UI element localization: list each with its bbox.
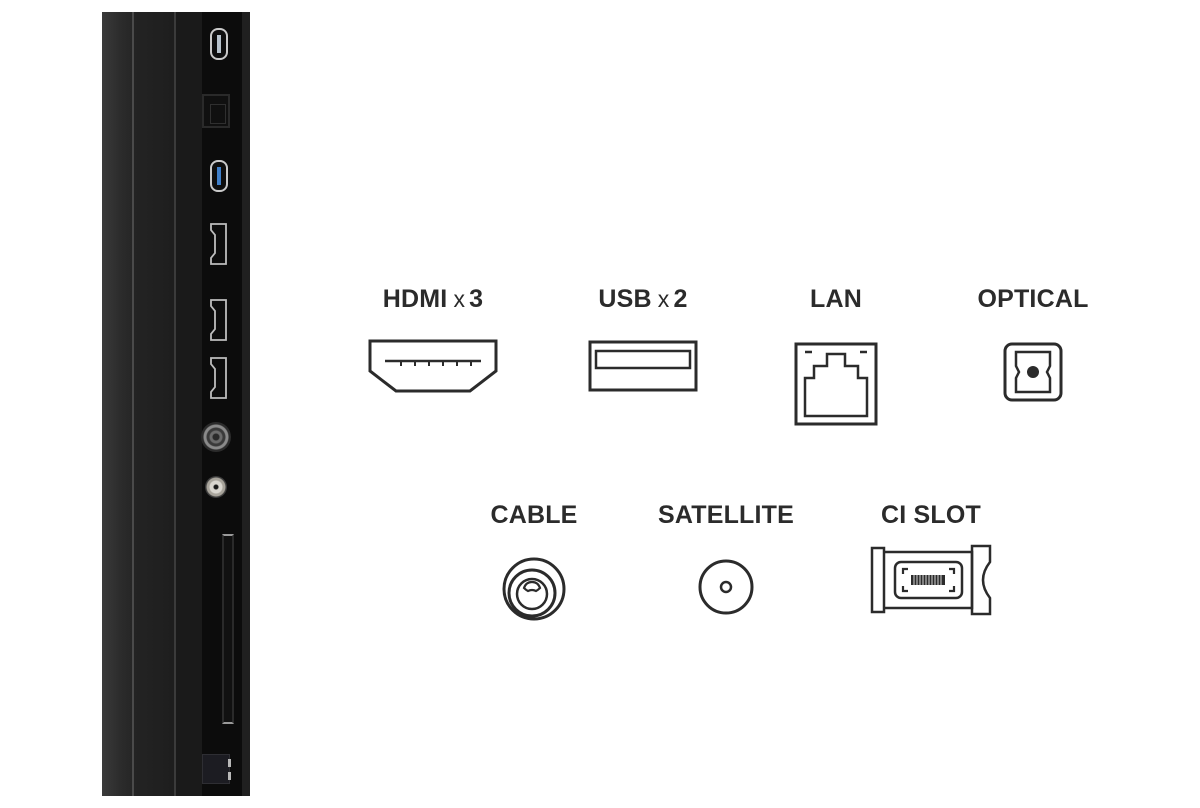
ci-slot-physical [222, 534, 234, 724]
connector-name: LAN [810, 285, 862, 313]
connector-optical: OPTICAL [966, 284, 1100, 402]
usb-tongue [217, 167, 221, 185]
connector-label: CABLE [490, 500, 577, 530]
cable-port-icon [501, 556, 567, 622]
connector-label: SATELLITE [658, 500, 794, 530]
multiplier-sign: x [453, 286, 466, 312]
connector-cable: CABLE [478, 500, 590, 622]
connector-name: USB [598, 285, 652, 313]
usb-tongue [217, 35, 221, 53]
indicator [228, 759, 231, 767]
connector-count: 3 [469, 285, 484, 313]
optical-port-physical [202, 754, 231, 784]
hdmi-port-physical [209, 222, 228, 266]
indicator [228, 772, 231, 780]
connector-name: OPTICAL [977, 285, 1089, 313]
panel-body [176, 12, 202, 796]
hdmi-port-physical [209, 298, 228, 342]
satellite-port-icon [697, 558, 755, 616]
connector-name: SATELLITE [657, 501, 795, 529]
tv-side-panel [102, 12, 250, 796]
panel-edge [242, 12, 250, 796]
lan-port-icon [794, 342, 878, 426]
connector-label: LAN [810, 284, 862, 314]
connector-satellite: SATELLITE [646, 500, 806, 616]
connector-name: HDMI [382, 285, 448, 313]
connector-label: CI SLOT [881, 500, 981, 530]
usb-port-physical [210, 28, 228, 60]
cable-port-physical [201, 422, 231, 452]
panel-bezel-edge [102, 12, 132, 796]
hdmi-port-icon [367, 338, 499, 394]
panel-divider [132, 12, 134, 796]
satellite-port-physical [205, 476, 227, 498]
multiplier-sign: x [657, 286, 670, 312]
usb-port-icon [588, 340, 698, 392]
usb3-port-physical [210, 160, 228, 192]
lan-socket [210, 104, 226, 124]
connector-count: 2 [673, 285, 688, 313]
ci-slot-icon [868, 544, 994, 616]
panel-body [134, 12, 174, 796]
connector-name: CI SLOT [880, 501, 981, 529]
optical-port-icon [1003, 342, 1063, 402]
hdmi-port-physical [209, 356, 228, 400]
connector-label: OPTICAL [977, 284, 1088, 314]
lan-port-physical [202, 94, 230, 128]
panel-divider [174, 12, 176, 796]
connector-name: CABLE [490, 501, 578, 529]
connector-lan: LAN [786, 284, 886, 426]
connector-ci-slot: CI SLOT [866, 500, 996, 616]
